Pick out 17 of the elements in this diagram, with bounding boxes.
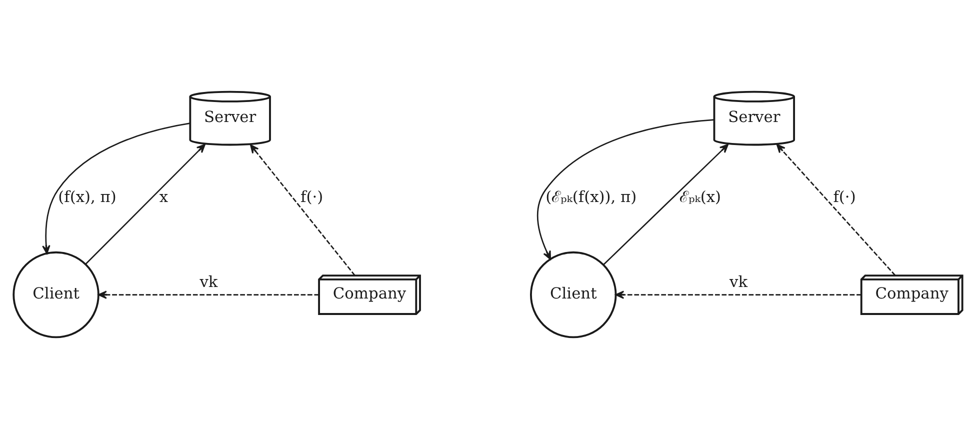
node-circle: Client <box>12 251 100 338</box>
arrow <box>250 144 356 276</box>
arrow <box>537 119 714 260</box>
edge-label: vk <box>200 272 218 291</box>
edge-label: vk <box>730 272 748 291</box>
edge-label: f(·) <box>300 188 324 206</box>
edge-label: (ℰₚₖ(f(x)), π) <box>546 188 637 206</box>
arrow <box>98 290 319 299</box>
arrow <box>603 144 729 266</box>
arrow <box>615 290 862 299</box>
edge-label: x <box>159 188 168 206</box>
edge-label: (f(x), π) <box>58 188 116 206</box>
arrow <box>776 144 896 276</box>
edge-label: ℰₚₖ(x) <box>680 188 722 206</box>
edge-label: f(·) <box>833 188 856 206</box>
arrow <box>85 144 206 264</box>
arrow <box>42 122 190 254</box>
